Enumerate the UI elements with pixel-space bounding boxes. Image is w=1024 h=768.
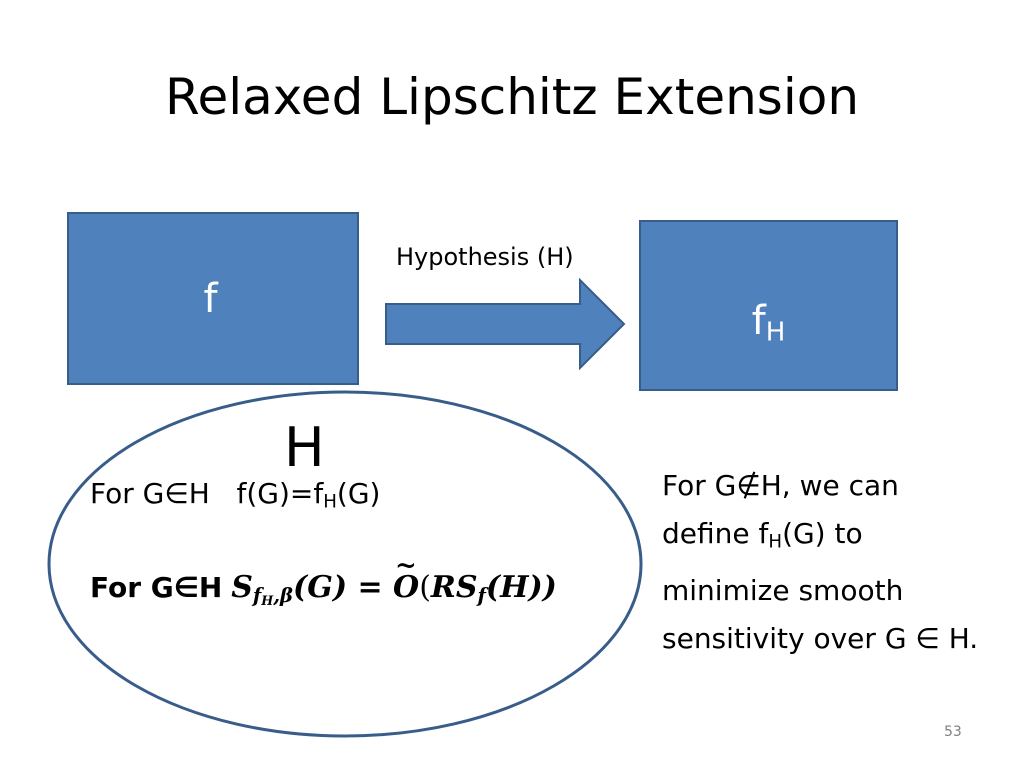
hypothesis-ellipse — [47, 390, 643, 738]
ellipse-line-1: For G∈H f(G)=fH(G) — [90, 477, 381, 513]
box-f-label: f — [203, 276, 218, 322]
arrow-label: Hypothesis (H) — [396, 243, 574, 271]
right-line-1: For G∉H, we can — [662, 469, 899, 502]
ellipse-label: H — [284, 416, 325, 479]
right-explanation: For G∉H, we can define fH(G) to minimize… — [662, 462, 1022, 663]
right-line-4: sensitivity over G ∈ H. — [662, 621, 979, 655]
right-arrow-icon — [385, 277, 626, 371]
box-fh: fH — [639, 220, 898, 391]
box-f: f — [67, 212, 359, 385]
right-line-3: minimize smooth — [662, 573, 904, 607]
page-number: 53 — [944, 724, 962, 740]
slide-title: Relaxed Lipschitz Extension — [164, 68, 860, 126]
right-line-2: define fH(G) to — [662, 517, 863, 553]
box-fh-label: fH — [751, 298, 786, 348]
smooth-sensitivity-formula: SfH,β(G) = O(RSf(H)) — [231, 544, 557, 608]
ellipse-line-2: For G∈H SfH,β(G) = O(RSf(H)) — [90, 544, 557, 623]
